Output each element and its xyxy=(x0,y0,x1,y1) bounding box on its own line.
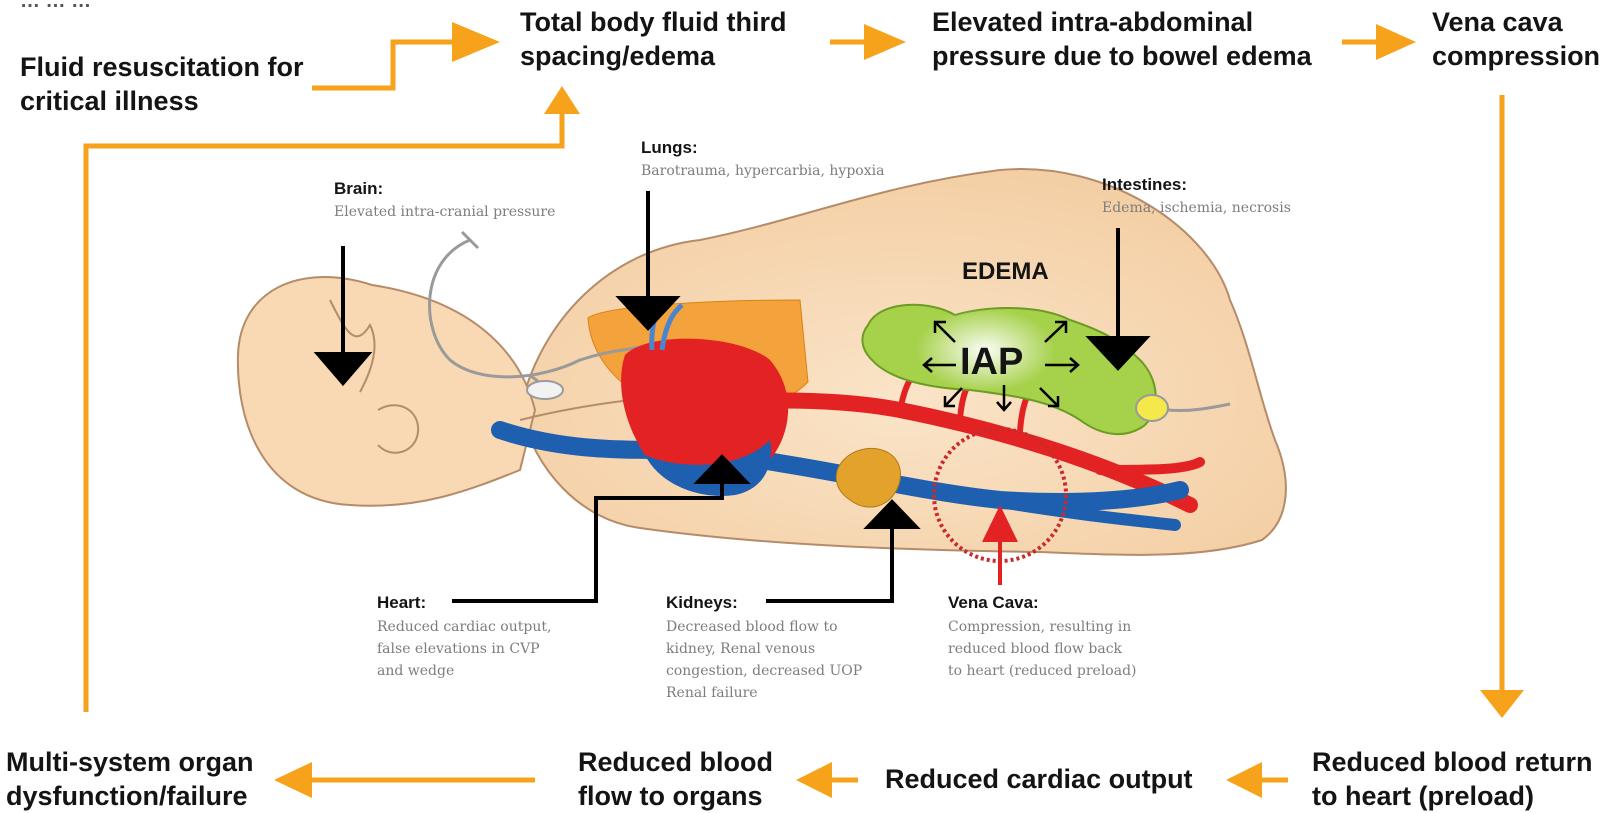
arrowhead-mods-to-edema xyxy=(544,86,580,114)
reduced-output-label: Reduced cardiac output xyxy=(885,762,1193,796)
heart-title: Heart: xyxy=(377,592,426,614)
elevated-iap-label: Elevated intra-abdominal pressure due to… xyxy=(932,5,1312,73)
arrowhead-to-return xyxy=(1480,690,1524,718)
tube-connector xyxy=(527,381,563,399)
lungs-description: Barotrauma, hypercarbia, hypoxia xyxy=(641,160,884,182)
lungs-title: Lungs: xyxy=(641,137,698,159)
arrow-resuscitation-to-edema xyxy=(312,42,452,88)
arrowhead-to-compression xyxy=(1376,24,1416,60)
brain-description: Elevated intra-cranial pressure xyxy=(334,201,555,223)
top-partial-text: … … … xyxy=(20,0,91,18)
vena-cava-description: Compression, resulting in reduced blood … xyxy=(948,616,1137,682)
intestines-title: Intestines: xyxy=(1102,174,1187,196)
kidneys-description: Decreased blood flow to kidney, Renal ve… xyxy=(666,616,862,704)
edema-label: EDEMA xyxy=(962,258,1049,286)
reduced-return-label: Reduced blood return to heart (preload) xyxy=(1312,745,1593,813)
iap-label: IAP xyxy=(960,340,1023,384)
arrowhead-to-flow xyxy=(796,762,832,798)
third-spacing-label: Total body fluid third spacing/edema xyxy=(520,5,786,73)
intestines-description: Edema, ischemia, necrosis xyxy=(1102,197,1291,219)
arrowhead-to-output xyxy=(1226,762,1262,798)
vena-cava-compression-label: Vena cava compression xyxy=(1432,5,1600,73)
kidneys-title: Kidneys: xyxy=(666,592,738,614)
arrowhead-to-edema xyxy=(452,22,500,62)
arrowhead-to-iap xyxy=(864,24,906,60)
brain-title: Brain: xyxy=(334,178,383,200)
catheter-bulb xyxy=(1136,395,1168,421)
reduced-flow-label: Reduced blood flow to organs xyxy=(578,745,773,813)
vena-cava-title: Vena Cava: xyxy=(948,592,1039,614)
heart-description: Reduced cardiac output, false elevations… xyxy=(377,616,551,682)
mods-label: Multi-system organ dysfunction/failure xyxy=(6,745,254,813)
fluid-resuscitation-label: Fluid resuscitation for critical illness xyxy=(20,50,304,118)
body-head xyxy=(238,277,535,506)
arrowhead-to-mods xyxy=(274,762,312,798)
